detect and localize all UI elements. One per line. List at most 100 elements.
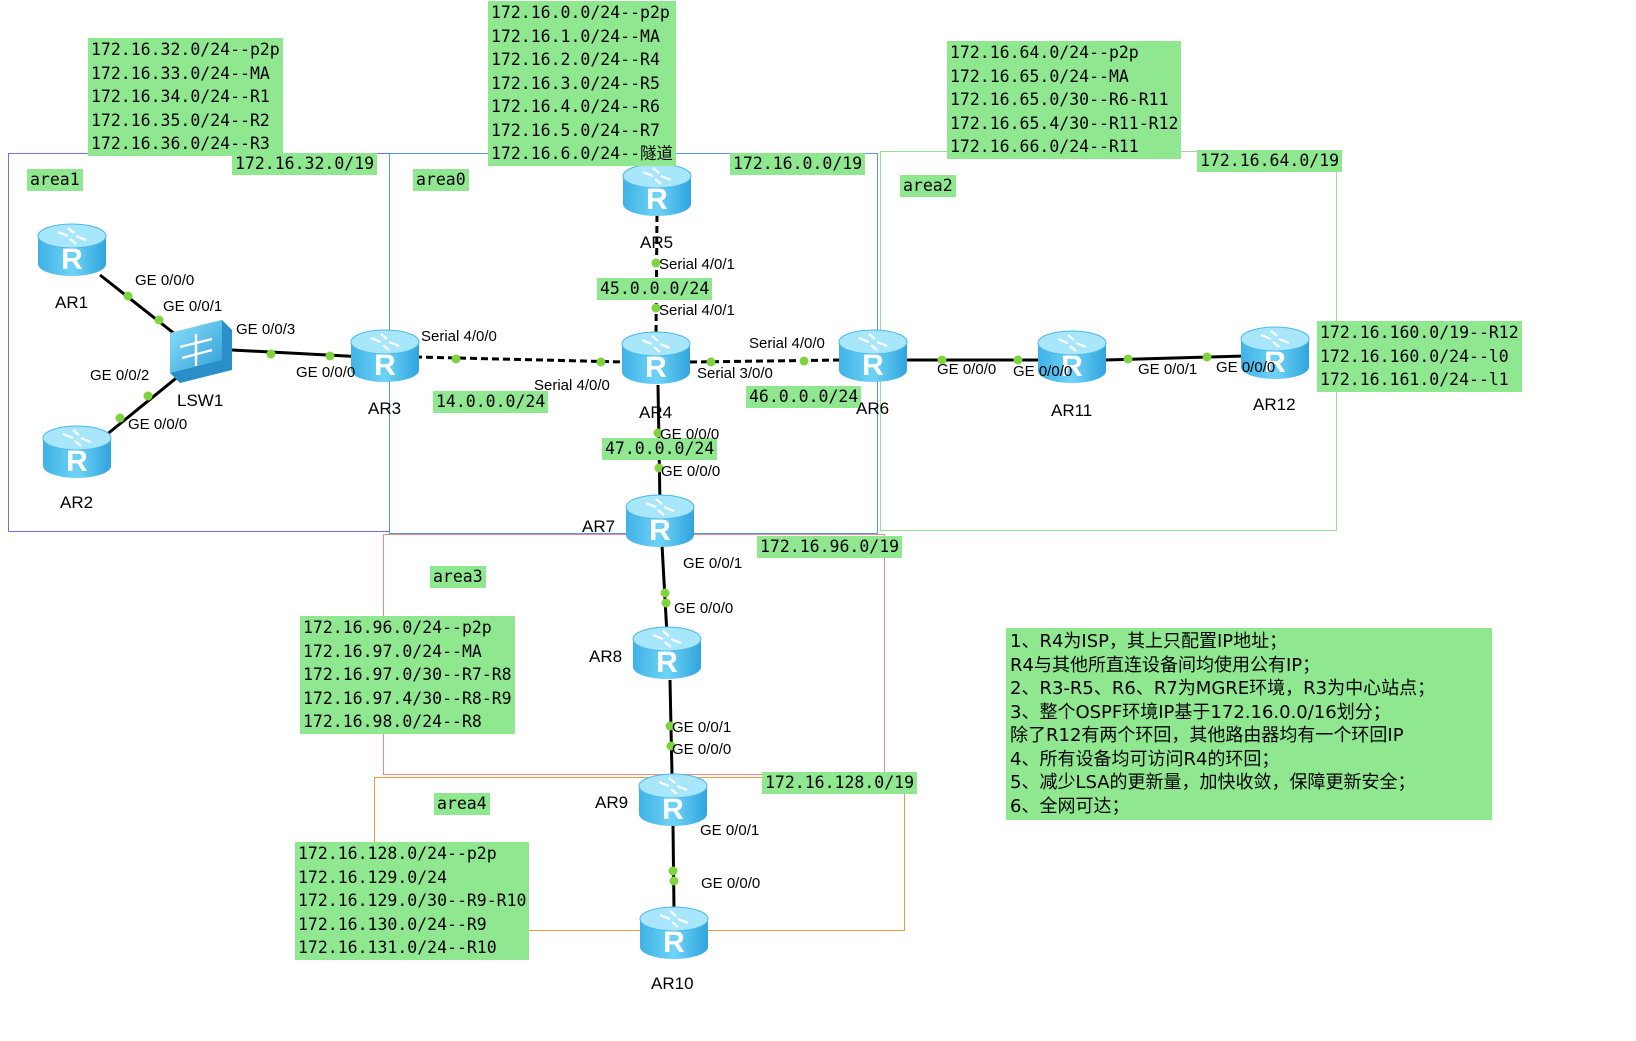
port-label: GE 0/0/0	[296, 364, 356, 381]
area0-label: area0	[413, 169, 469, 191]
note-line: 172.16.6.0/24--隧道	[491, 144, 674, 163]
port-label: GE 0/0/2	[90, 367, 150, 384]
port-label: GE 0/0/3	[236, 321, 296, 338]
port-label: GE 0/0/0	[937, 361, 997, 378]
note-line: 1、R4为ISP，其上只配置IP地址；	[1010, 631, 1288, 652]
area4-summary-label: 172.16.128.0/19	[762, 772, 918, 794]
device-label-ar12: AR12	[1253, 395, 1296, 414]
note-line: 172.16.161.0/24--l1	[1320, 370, 1509, 389]
area4-label: area4	[434, 793, 490, 815]
port-dot	[666, 741, 676, 751]
note-line: 172.16.97.4/30--R8-R9	[303, 688, 512, 708]
note-line: 172.16.65.0/30--R6-R11	[950, 90, 1169, 109]
port-label: GE 0/0/0	[1216, 359, 1276, 376]
port-dot	[668, 866, 678, 876]
device-label-lsw1: LSW1	[177, 391, 224, 410]
link-ar4-ar7-network: 47.0.0.0/24	[602, 438, 718, 460]
device-label-ar10: AR10	[651, 974, 694, 993]
port-dot	[661, 598, 671, 608]
port-dot	[669, 876, 679, 886]
note-line: 172.16.64.0/24--p2p	[950, 43, 1139, 62]
area2-summary-label: 172.16.64.0/19	[1197, 150, 1343, 172]
switch-icon[interactable]	[170, 320, 232, 383]
link-ar3-ar4	[414, 355, 626, 364]
note-line: 5、减少LSA的更新量，加快收敛，保障更新安全；	[1010, 772, 1416, 793]
note-line: 172.16.35.0/24--R2	[91, 110, 270, 130]
router-icon-ar2[interactable]: R	[42, 425, 112, 478]
area3-subnet-note: 172.16.96.0/24--p2p 172.16.97.0/24--MA 172…	[300, 616, 515, 734]
note-line: 172.16.160.0/19--R12	[1320, 323, 1519, 342]
svg-text:R: R	[656, 646, 678, 679]
note-line: 3、整个OSPF环境IP基于172.16.0.0/16划分；	[1010, 701, 1391, 723]
area0-summary-label: 172.16.0.0/19	[730, 153, 866, 175]
port-dot	[1013, 355, 1023, 365]
port-dot	[325, 351, 335, 361]
link-ar2-lsw1	[99, 373, 181, 442]
device-label-ar8: AR8	[589, 647, 623, 666]
svg-text:R: R	[66, 445, 88, 478]
port-dot	[1202, 352, 1212, 362]
note-line: 172.16.129.0/30--R9-R10	[298, 891, 527, 910]
note-line: 172.16.3.0/24--R5	[491, 73, 660, 93]
device-label-ar5: AR5	[640, 233, 674, 252]
port-dot	[937, 355, 947, 365]
router-icon-ar6[interactable]: R	[838, 329, 908, 382]
port-dot	[651, 303, 661, 313]
port-label: GE 0/0/1	[163, 298, 223, 315]
svg-text:R: R	[374, 349, 396, 382]
router-icon-ar1[interactable]: R	[37, 223, 107, 276]
area1-label: area1	[27, 169, 83, 191]
port-label: GE 0/0/0	[701, 875, 761, 892]
r12-loopback-note: 172.16.160.0/19--R12 172.16.160.0/24--l0 1…	[1317, 321, 1522, 392]
router-icon-ar11[interactable]: R	[1037, 330, 1107, 383]
note-line: 172.16.32.0/24--p2p	[91, 40, 280, 59]
note-line: 172.16.130.0/24--R9	[298, 914, 487, 934]
router-icon-ar7[interactable]: R	[625, 494, 695, 547]
note-line: 172.16.5.0/24--R7	[491, 120, 660, 140]
port-label: GE 0/0/0	[128, 416, 188, 433]
port-label: GE 0/0/0	[135, 272, 195, 289]
port-label: GE 0/0/0	[674, 600, 734, 617]
device-label-ar3: AR3	[368, 399, 402, 418]
router-icon-ar9[interactable]: R	[638, 773, 708, 826]
note-line: 172.16.131.0/24--R10	[298, 938, 497, 957]
port-label: GE 0/0/1	[1138, 361, 1198, 378]
note-line: 172.16.2.0/24--R4	[491, 50, 660, 69]
device-label-ar2: AR2	[60, 493, 94, 512]
note-line: 172.16.34.0/24--R1	[91, 87, 270, 106]
port-label: Serial 4/0/0	[421, 328, 497, 345]
note-line: 172.16.97.0/30--R7-R8	[303, 665, 512, 684]
note-line: 172.16.128.0/24--p2p	[298, 844, 497, 863]
port-dot	[706, 357, 716, 367]
note-line: 172.16.129.0/24	[298, 867, 448, 887]
port-dot	[660, 588, 670, 598]
port-label: GE 0/0/0	[672, 741, 732, 758]
port-dot	[451, 354, 461, 364]
note-line: 4、所有设备均可访问R4的环回；	[1010, 748, 1280, 770]
device-label-ar11: AR11	[1051, 401, 1093, 420]
note-line: 172.16.0.0/24--p2p	[491, 3, 670, 22]
router-icon-ar10[interactable]: R	[639, 906, 709, 959]
port-label: GE 0/0/1	[672, 719, 732, 736]
device-label-ar9: AR9	[595, 793, 629, 812]
port-dot	[799, 356, 809, 366]
svg-text:R: R	[1061, 350, 1083, 383]
svg-text:R: R	[662, 793, 684, 826]
port-label: Serial 3/0/0	[697, 365, 773, 382]
note-line: 172.16.160.0/24--l0	[1320, 346, 1509, 366]
port-label: GE 0/0/1	[700, 822, 760, 839]
note-line: 172.16.66.0/24--R11	[950, 137, 1139, 156]
router-icon-ar3[interactable]: R	[350, 329, 420, 382]
router-icon-ar8[interactable]: R	[632, 626, 702, 679]
link-ar1-lsw1	[99, 273, 186, 344]
device-label-ar7: AR7	[582, 517, 616, 536]
port-dot	[115, 413, 125, 423]
router-icon-ar12[interactable]: R	[1240, 326, 1310, 379]
note-line: 172.16.97.0/24--MA	[303, 641, 482, 661]
router-icon-ar4[interactable]: R	[621, 331, 691, 384]
svg-text:R: R	[1264, 346, 1286, 379]
router-icon-ar5[interactable]: R	[622, 163, 692, 216]
note-line: 172.16.96.0/24--p2p	[303, 618, 492, 637]
